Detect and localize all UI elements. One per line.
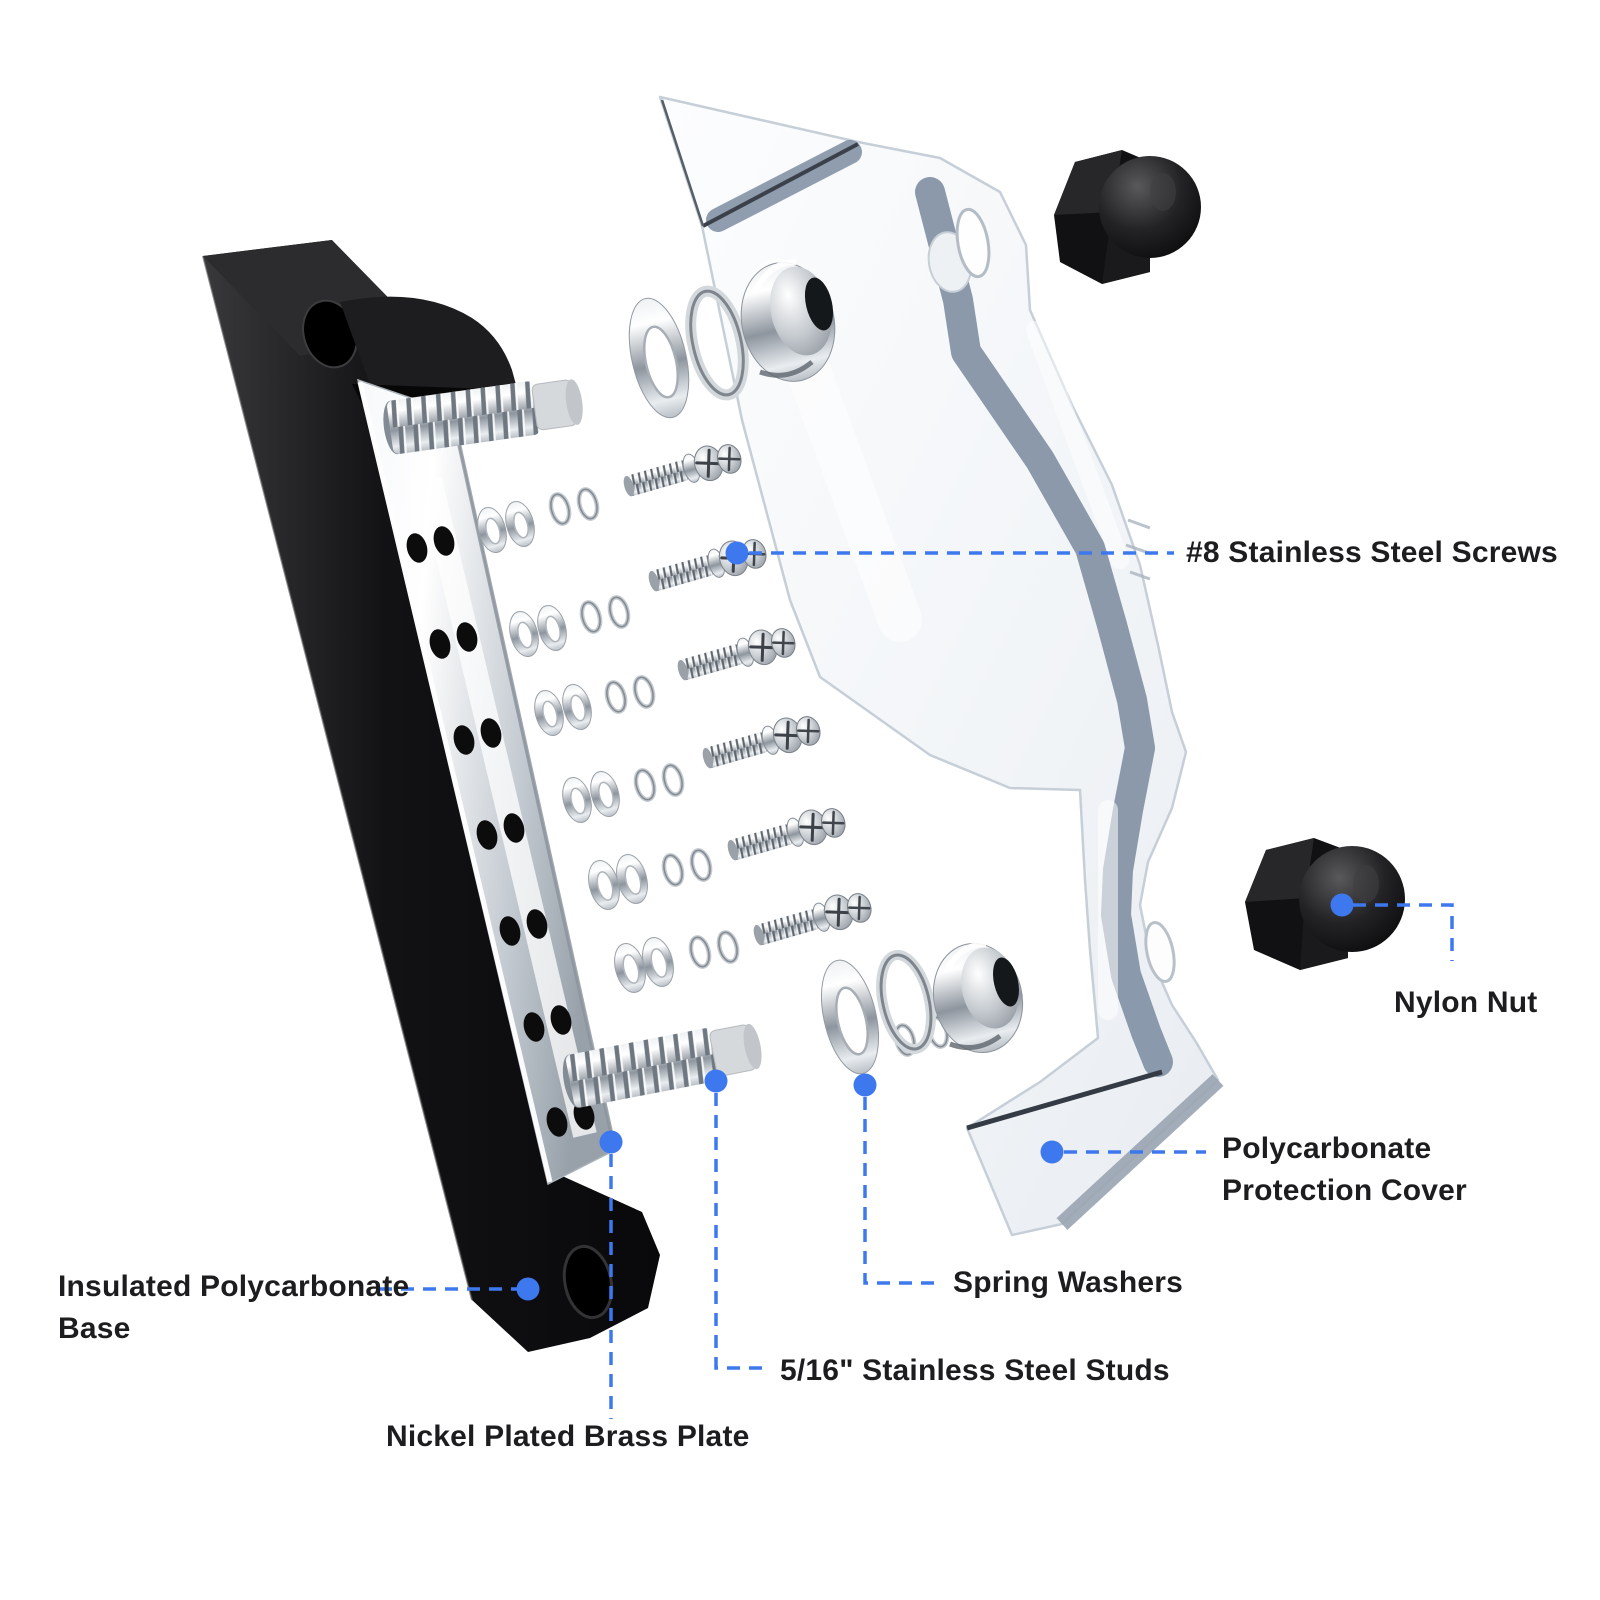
leader-dot bbox=[1330, 893, 1354, 917]
washer-stack-bottom bbox=[821, 941, 1024, 1075]
leader-dot bbox=[853, 1073, 877, 1097]
leader-nylon-nut bbox=[1353, 903, 1454, 961]
label-base-line1: Insulated Polycarbonate bbox=[58, 1270, 410, 1303]
label-nylon-nut-text: Nylon Nut bbox=[1394, 986, 1538, 1019]
leader-dot bbox=[725, 541, 749, 565]
flat-washer-holes bbox=[485, 511, 668, 984]
insulated-polycarbonate-base bbox=[202, 240, 660, 1352]
nylon-nut-middle bbox=[1245, 838, 1405, 970]
label-studs: 5/16" Stainless Steel Studs bbox=[780, 1350, 1170, 1392]
flange-nut bbox=[740, 259, 836, 382]
label-screws: #8 Stainless Steel Screws bbox=[1186, 532, 1558, 574]
label-cover: Polycarbonate Protection Cover bbox=[1222, 1128, 1467, 1212]
leader-spring-washers bbox=[863, 1097, 934, 1285]
label-cover-line1: Polycarbonate bbox=[1222, 1132, 1432, 1165]
polycarbonate-protection-cover bbox=[658, 95, 1224, 1237]
label-spring-washers-text: Spring Washers bbox=[953, 1266, 1184, 1299]
base-mount-hole-bottom bbox=[562, 1244, 614, 1320]
cover-hole-bottom bbox=[1144, 921, 1176, 983]
label-base: Insulated Polycarbonate Base bbox=[58, 1266, 409, 1350]
loose-washers bbox=[477, 487, 950, 1057]
label-nylon-nut: Nylon Nut bbox=[1394, 982, 1537, 1024]
cover-hole-top bbox=[955, 207, 991, 279]
leader-lines bbox=[379, 551, 1454, 1419]
label-base-line2: Base bbox=[58, 1312, 131, 1345]
stainless-steel-stud-bottom bbox=[562, 1023, 762, 1108]
leader-dot bbox=[1040, 1140, 1064, 1164]
label-screws-text: #8 Stainless Steel Screws bbox=[1186, 536, 1558, 569]
leader-dot bbox=[516, 1277, 540, 1301]
label-studs-text: 5/16" Stainless Steel Studs bbox=[780, 1354, 1170, 1387]
leader-studs bbox=[714, 1093, 764, 1370]
label-plate-text: Nickel Plated Brass Plate bbox=[386, 1420, 750, 1453]
cover-fold-stripe bbox=[915, 177, 1173, 1077]
nylon-nut-top bbox=[1054, 150, 1201, 284]
leader-dots bbox=[516, 541, 1354, 1301]
plate-holes bbox=[406, 526, 595, 1137]
flange-nut bbox=[932, 941, 1024, 1053]
washer-stack-top bbox=[628, 259, 836, 419]
label-plate: Nickel Plated Brass Plate bbox=[386, 1416, 750, 1458]
cover-bottom-flange-edge bbox=[966, 1069, 1163, 1131]
label-cover-line2: Protection Cover bbox=[1222, 1174, 1467, 1207]
base-top-ear bbox=[340, 296, 518, 398]
label-spring-washers: Spring Washers bbox=[953, 1262, 1183, 1304]
leader-dot bbox=[704, 1069, 728, 1093]
stainless-steel-stud-top bbox=[383, 379, 583, 455]
leader-dot bbox=[599, 1130, 623, 1154]
